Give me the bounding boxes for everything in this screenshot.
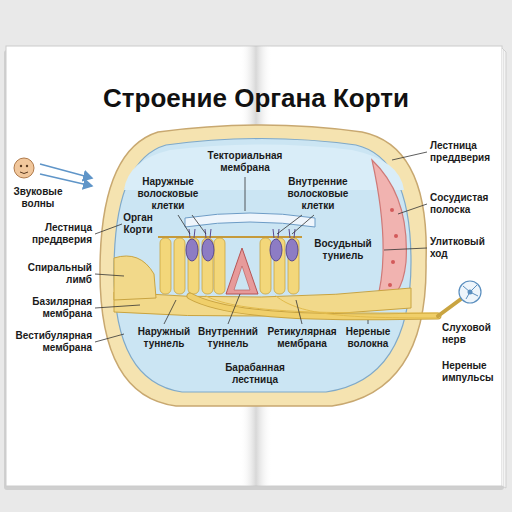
page-title: Строение Органа Корти <box>0 82 512 114</box>
part-label: Ретикулярная мембрана <box>264 326 340 350</box>
part-label: Вестибулярная мембрана <box>8 330 92 354</box>
part-label: Восудьный туниель <box>312 238 374 262</box>
part-label: Внутренний туннель <box>196 326 260 350</box>
part-label: Спиральный лимб <box>8 262 92 286</box>
part-label: Барабанная лестница <box>210 362 300 386</box>
part-label: Лестница преддверия <box>8 222 92 246</box>
part-label: Нереные импульсы <box>442 360 502 384</box>
part-label: Нереные волокна <box>342 326 394 350</box>
part-label: Базилярная мембрана <box>8 296 92 320</box>
part-label: Сосудистая полоска <box>430 192 502 216</box>
part-label: Текториальная мембрана <box>200 150 290 174</box>
part-label: Улитковый ход <box>430 236 502 260</box>
part-label: Наружный туннель <box>135 326 193 350</box>
part-label: Наружные волосковые клетки <box>133 176 203 212</box>
part-label: Звуковые волны <box>8 186 68 210</box>
part-label: Орган Корти <box>115 212 161 236</box>
part-label: Лестница преддверия <box>430 140 502 164</box>
part-label: Слуховой нерв <box>442 322 502 346</box>
part-label: Внутренние волосковые клетки <box>280 176 356 212</box>
